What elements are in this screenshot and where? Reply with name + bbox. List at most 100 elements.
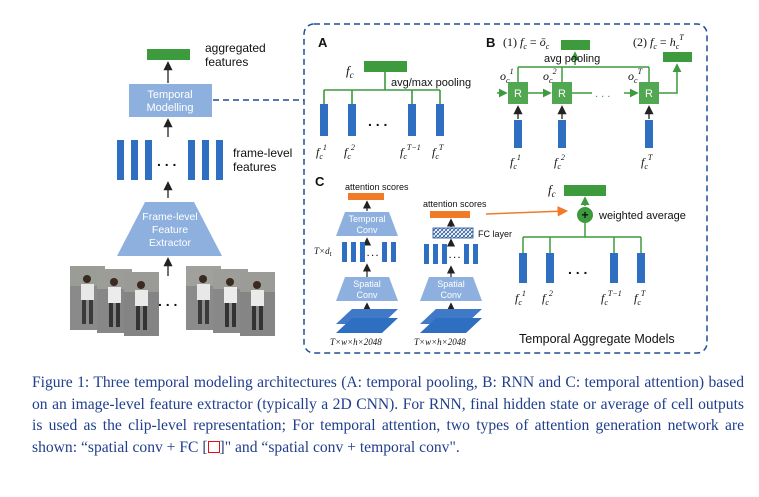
video-frame: [124, 272, 159, 336]
panel-a-input-label: fcT: [432, 143, 444, 161]
frame-feature-bar: [216, 140, 223, 180]
caption-text: Figure 1: Three temporal modeling archit…: [32, 374, 744, 456]
panel-a-dots: . . .: [368, 113, 387, 129]
panel-a-input-bar: [436, 104, 444, 136]
figure-caption: Figure 1: Three temporal modeling archit…: [32, 372, 744, 458]
figure-diagram: aggregated features Temporal Modelling .…: [70, 23, 708, 354]
temporal-conv-box: [336, 212, 398, 236]
temporal-modelling-box: [129, 84, 212, 117]
rnn-cell-label: R: [558, 88, 566, 100]
panel-b-input-bar: [514, 120, 522, 148]
panel-a-input-label: fc1: [316, 143, 327, 161]
c1-feature-bar: [351, 242, 356, 262]
t-dt-label: T×dt: [314, 246, 333, 258]
input-tensor-slab: [336, 318, 398, 333]
panel-b-input-bar: [558, 120, 566, 148]
panel-c-temporal-attention: C attention scores Temporal Conv T×dt . …: [314, 174, 686, 347]
plus-sign: +: [581, 208, 588, 222]
frame-level-label-1: frame-level: [233, 146, 292, 160]
c2-feature-bar: [424, 244, 429, 264]
panel-c-output-bar: [564, 185, 606, 196]
rnn-cell-label: R: [645, 88, 653, 100]
panel-c-input-bar: [610, 253, 618, 283]
panel-title: Temporal Aggregate Models: [519, 332, 675, 346]
panel-a-input-label: fcT−1: [400, 143, 421, 161]
panel-b-input-label: fcT: [641, 153, 653, 171]
frame-feature-dots: . . .: [157, 153, 176, 169]
panel-b-label: B: [486, 35, 495, 50]
panel-c-dots: . . .: [568, 261, 587, 277]
panel-b-dots: . . .: [595, 88, 610, 100]
panel-c-fc-label: fc: [548, 182, 556, 199]
panel-c-input-bar: [519, 253, 527, 283]
input-video-frames: . . .: [70, 266, 275, 336]
c1-dots: . . .: [367, 249, 378, 258]
panel-c-input-label: fc1: [515, 289, 526, 307]
frame-level-label-2: features: [233, 160, 276, 174]
c2-feature-bar: [433, 244, 438, 264]
temporal-modelling-line-1: Temporal: [147, 89, 192, 101]
panel-a-fc-label: fc: [346, 63, 354, 80]
panel-a-input-label: fc2: [344, 143, 355, 161]
panel-b-pooling-label: avg pooling: [544, 53, 600, 65]
left-pipeline: aggregated features Temporal Modelling .…: [70, 41, 304, 336]
c2-feature-bar: [442, 244, 447, 264]
attention-scores-label-2: attention scores: [423, 199, 487, 209]
video-frame: [240, 272, 275, 336]
frame-feature-bar: [145, 140, 152, 180]
panel-c-label: C: [315, 174, 325, 189]
rnn-cell: [552, 82, 572, 104]
frame-feature-bar: [202, 140, 209, 180]
panel-a-output-bar: [364, 61, 407, 72]
panel-b-eq-1: (1) fc = ōc: [503, 35, 550, 51]
c1-feature-bar: [391, 242, 396, 262]
panel-b-output-bar-2: [663, 52, 692, 62]
temporal-modelling-line-2: Modelling: [146, 102, 193, 114]
spatial-conv-2-line-1: Spatial: [437, 279, 465, 289]
temporal-conv-line-2: Conv: [356, 225, 378, 235]
temporal-models-panel: [303, 23, 708, 354]
attention-scores-bar-1: [348, 193, 384, 200]
tensor-dims-label-1: T×w×h×2048: [330, 337, 382, 347]
rnn-cell-label: R: [514, 88, 522, 100]
fc-layer-box: [432, 227, 474, 239]
panel-c-input-label: fcT−1: [601, 289, 622, 307]
panel-b-input-label: fc2: [554, 153, 565, 171]
aggregated-label-1: aggregated: [205, 41, 266, 55]
panel-a-input-bar: [408, 104, 416, 136]
rnn-cell: [508, 82, 528, 104]
extractor-line-1: Frame-level: [142, 211, 197, 223]
spatial-conv-box-2: [420, 277, 482, 301]
c2-dots: . . .: [449, 251, 460, 260]
attention-arrow: [485, 206, 569, 217]
c2-feature-bar: [464, 244, 469, 264]
input-tensor-slab: [420, 318, 482, 333]
panel-c-input-bar: [546, 253, 554, 283]
spatial-conv-1-line-1: Spatial: [353, 279, 381, 289]
attention-scores-bar-2: [430, 211, 470, 218]
panel-c-input-bar: [637, 253, 645, 283]
weighted-sum-node: [577, 207, 593, 223]
c1-feature-bar: [342, 242, 347, 262]
c1-feature-bar: [382, 242, 387, 262]
citation-link-box[interactable]: [207, 440, 220, 453]
weighted-average-label: weighted average: [598, 210, 686, 222]
tensor-dims-label-2: T×w×h×2048: [414, 337, 466, 347]
panel-b-input-label: fc1: [510, 153, 521, 171]
temporal-conv-line-1: Temporal: [348, 214, 385, 224]
feature-extractor-trapezoid: [117, 202, 222, 256]
extractor-line-3: Extractor: [149, 237, 192, 249]
rnn-cell: [639, 82, 659, 104]
aggregated-label-2: features: [205, 55, 248, 69]
caption-text-end: ]" and “spatial conv + temporal conv".: [219, 438, 460, 456]
spatial-conv-2-line-2: Conv: [440, 290, 462, 300]
spatial-conv-1-line-2: Conv: [356, 290, 378, 300]
panel-b-eq-2: (2) fc = hcT: [633, 33, 684, 51]
frame-feature-bar: [188, 140, 195, 180]
panel-c-input-label: fc2: [542, 289, 553, 307]
c1-feature-bar: [360, 242, 365, 262]
extractor-line-2: Feature: [152, 224, 188, 236]
panel-a-input-bar: [348, 104, 356, 136]
panel-b-output-bar-1: [561, 40, 590, 50]
panel-c-input-label: fcT: [634, 289, 646, 307]
